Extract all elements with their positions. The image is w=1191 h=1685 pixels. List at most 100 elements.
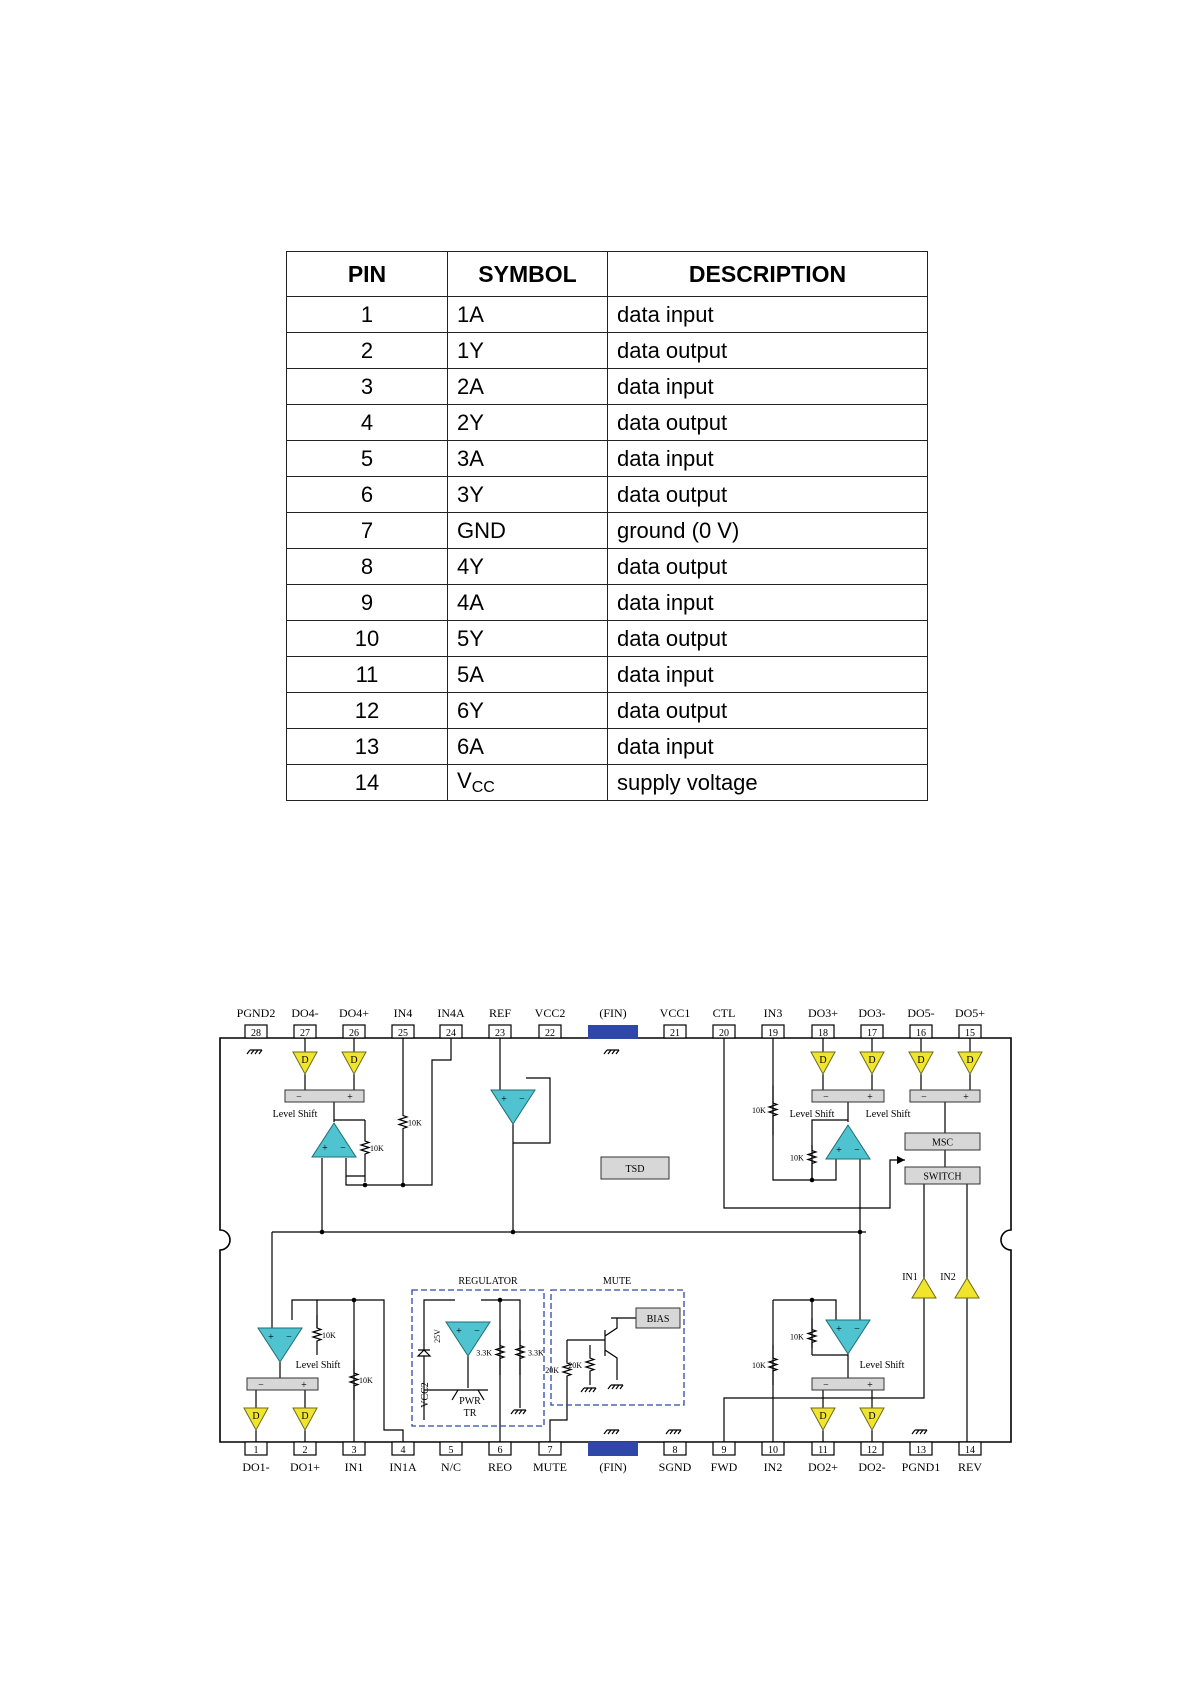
cell-pin: 2 [286,332,448,369]
pin-number: 1 [254,1445,259,1456]
pin-box [488,1441,512,1456]
driver-buffer [341,1051,367,1076]
ground-symbol [911,1429,928,1435]
pin-box [342,1441,366,1456]
pin-label: DO5- [907,1006,934,1020]
symbol-text: GND [457,517,506,543]
symbol-subscript: CC [471,778,495,796]
ground-symbol [246,1049,263,1055]
op-amp [825,1319,871,1355]
cell-symbol: 2A [447,368,608,405]
driver-buffer [859,1051,885,1076]
symbol-text: V [457,767,472,793]
arrow-head [897,1156,905,1164]
symbol-text: 6Y [457,697,484,723]
resistor [766,1085,780,1135]
wire [317,1299,404,1442]
symbol-text: 6A [457,733,484,759]
pin-number: 23 [495,1028,505,1039]
amp-minus: − [854,1145,860,1156]
in2-label: IN2 [940,1272,956,1283]
pin-box [909,1024,933,1039]
pin-number: 10 [768,1445,778,1456]
pin-box [538,1024,562,1039]
symbol-text: 5Y [457,625,484,651]
input-buffer [911,1277,937,1299]
symbol-text: 2A [457,373,484,399]
cell-description: data input [607,368,928,405]
op-amp [257,1327,303,1363]
level-shift-bar [909,1089,981,1103]
amp-plus: + [456,1326,462,1337]
junction-dot [319,1229,325,1235]
diagram-wiring [219,1037,1012,1443]
cell-description: data output [607,404,928,441]
level-shift-label: Level Shift [866,1109,911,1120]
ground-symbol [510,1409,527,1415]
pin-box [342,1024,366,1039]
resistor [396,1060,410,1185]
pin-number: 16 [916,1028,926,1039]
zener-diode [416,1349,432,1357]
fin-tab-bottom [588,1442,638,1456]
pin-number: 26 [349,1028,359,1039]
pin-box [293,1441,317,1456]
cell-description: data output [607,620,928,657]
driver-buffer [243,1407,269,1432]
pin-box [811,1441,835,1456]
cell-symbol: 3Y [447,476,608,513]
pin-number: 27 [300,1028,310,1039]
cell-description: data output [607,692,928,729]
cell-description: data input [607,656,928,693]
pin-number: 12 [867,1445,877,1456]
pin-box [663,1441,687,1456]
symbol-text: 3Y [457,481,484,507]
resistor [347,1360,361,1400]
symbol-text: 4A [457,589,484,615]
cell-description: data output [607,476,928,513]
ground-symbol [603,1049,620,1055]
pin-label: (FIN) [599,1006,626,1020]
ls-plus: + [963,1092,969,1103]
tsd-box [600,1156,670,1180]
pin-number: 14 [965,1445,975,1456]
ground-symbol [665,1429,682,1435]
resistor [310,1315,324,1355]
pin-label: IN4 [394,1006,413,1020]
ls-plus: + [301,1380,307,1391]
resistor-label: 10K [370,1144,384,1153]
resistor [358,1120,372,1176]
pin-box [712,1441,736,1456]
driver-buffer [810,1051,836,1076]
driver-buffer [292,1051,318,1076]
pin-box [909,1441,933,1456]
cell-description: ground (0 V) [607,512,928,549]
wire [345,1038,452,1186]
pin-box [761,1441,785,1456]
symbol-text: 5A [457,661,484,687]
resistor [583,1345,597,1385]
amp-plus: + [836,1145,842,1156]
driver-label: D [350,1055,357,1066]
pin-label: PGND1 [902,1460,941,1474]
driver-buffer [908,1051,934,1076]
op-amp [490,1089,536,1125]
symbol-text: 1A [457,301,484,327]
vcc2-label: VCC2 [420,1382,431,1408]
junction-dot [400,1182,406,1188]
wire [723,1038,905,1209]
table-header-row: PIN SYMBOL DESCRIPTION [286,251,928,297]
pin-number: 15 [965,1028,975,1039]
resistor [513,1330,527,1375]
resistor-label: 10K [322,1331,336,1340]
driver-label: D [819,1411,826,1422]
level-shift-label: Level Shift [273,1109,318,1120]
driver-label: D [917,1055,924,1066]
wire [423,1299,455,1350]
